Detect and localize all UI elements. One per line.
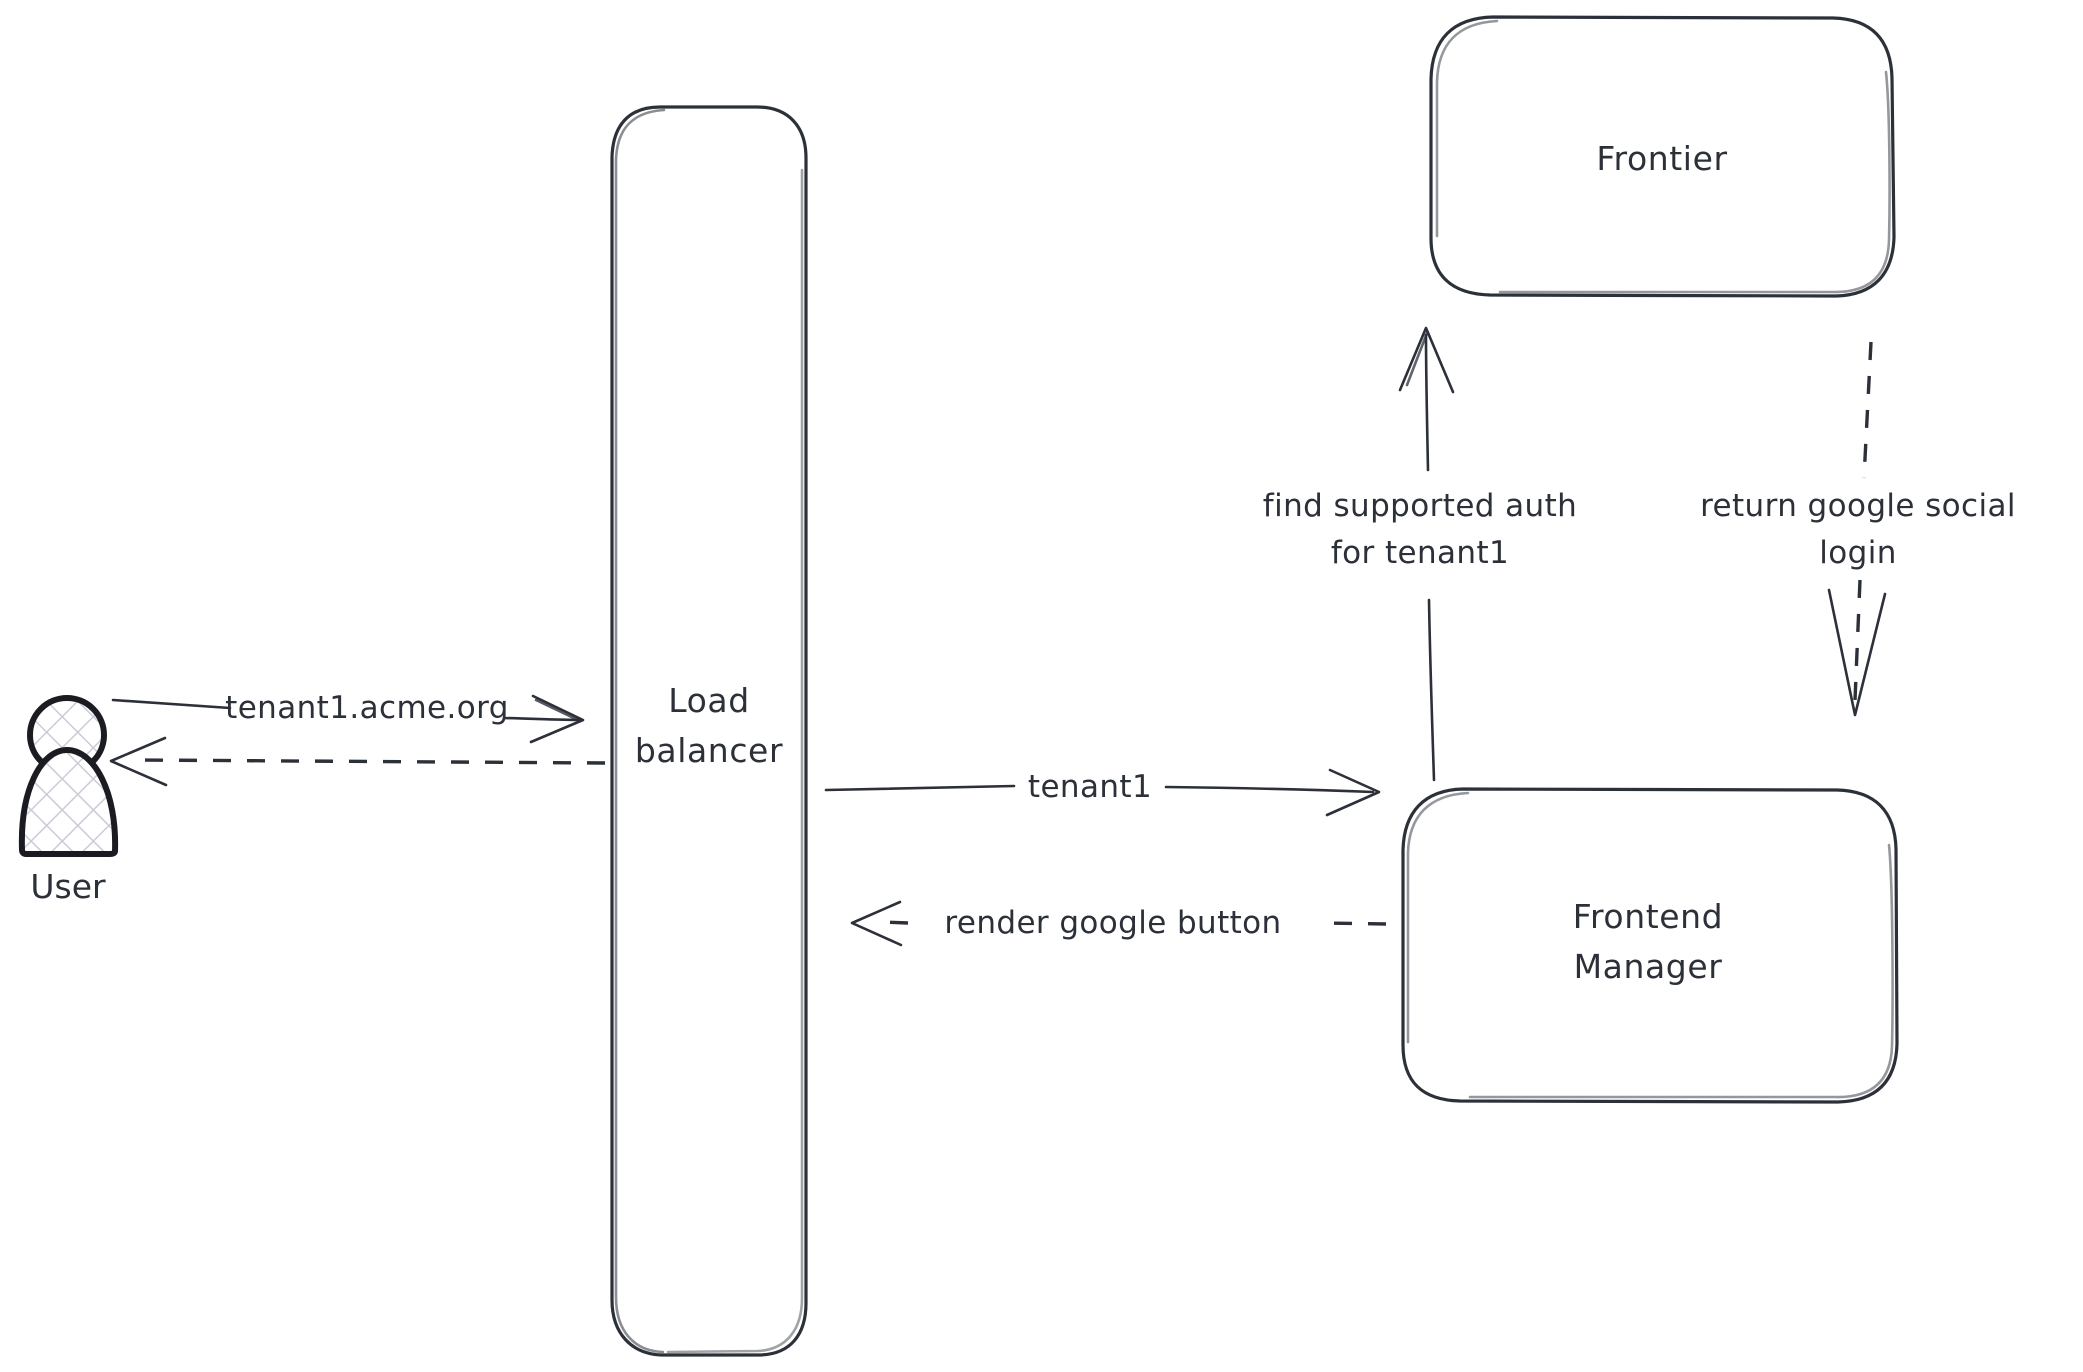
edge-label-frontend-manager-to-frontier-line2: for tenant1 (1331, 535, 1509, 571)
user-actor-label: User (30, 867, 106, 906)
edge-label-frontend-manager-to-load-balancer: render google button (944, 905, 1281, 941)
edge-frontend-manager-to-frontier[interactable] (1398, 326, 1455, 782)
node-label-load-balancer-line1: Load (668, 681, 750, 720)
edge-frontend-manager-to-load-balancer[interactable] (850, 900, 1387, 947)
edge-label-frontend-manager-to-frontier-line1: find supported auth (1263, 488, 1577, 524)
node-frontier[interactable] (1429, 15, 1896, 298)
node-label-frontend-manager-line2: Manager (1574, 947, 1723, 986)
edge-user-to-load-balancer[interactable] (111, 694, 585, 744)
edge-load-balancer-to-frontend-manager[interactable] (824, 768, 1381, 817)
node-load-balancer[interactable] (610, 105, 808, 1357)
node-label-frontier: Frontier (1596, 139, 1727, 178)
edge-label-load-balancer-to-frontend-manager: tenant1 (1028, 769, 1152, 805)
user-actor-icon[interactable] (18, 695, 119, 857)
edge-frontier-to-frontend-manager[interactable] (1827, 341, 1887, 717)
node-label-load-balancer-line2: balancer (635, 731, 783, 770)
edge-load-balancer-to-user[interactable] (109, 736, 606, 787)
node-label-frontend-manager-line1: Frontend (1573, 897, 1723, 936)
edge-label-frontier-to-frontend-manager-line1: return google social (1700, 488, 2016, 524)
edge-label-user-to-load-balancer: tenant1.acme.org (225, 690, 509, 726)
node-frontend-manager[interactable] (1401, 787, 1899, 1104)
edge-label-frontier-to-frontend-manager-line2: login (1819, 535, 1897, 571)
